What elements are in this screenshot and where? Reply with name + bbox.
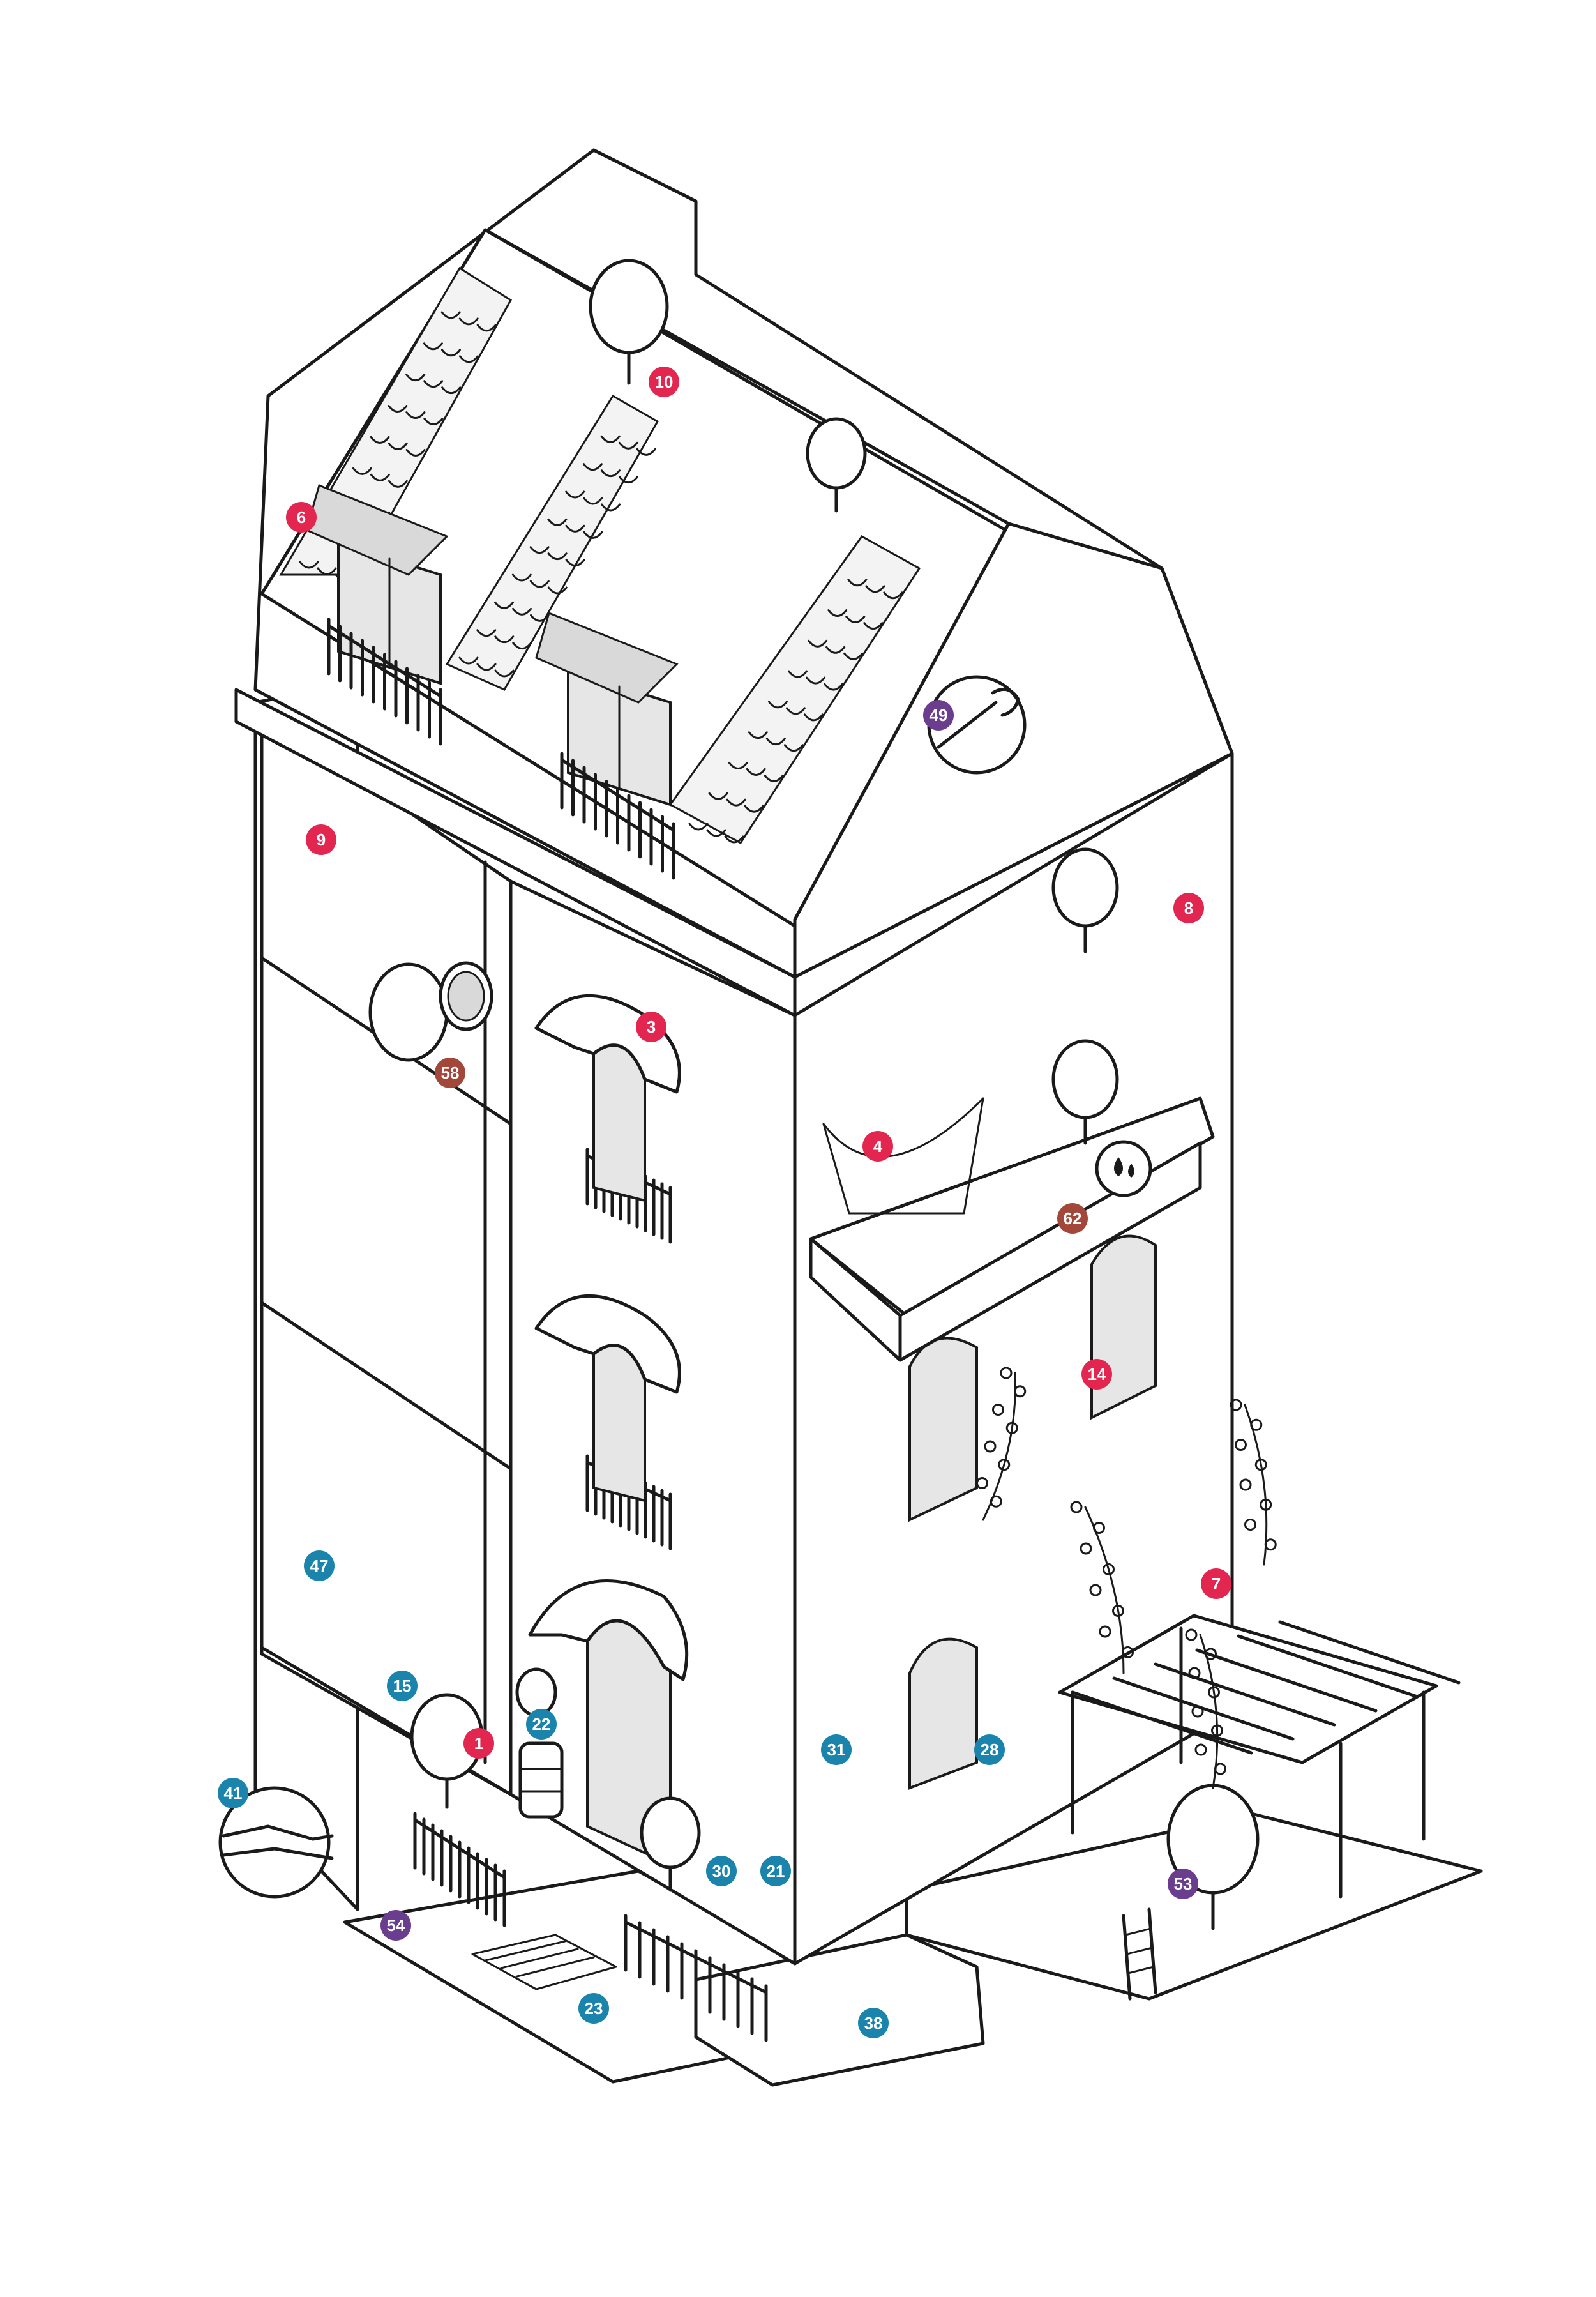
marker-22: 22 (526, 1709, 557, 1740)
marker-label: 3 (647, 1017, 656, 1036)
marker-10: 10 (649, 367, 679, 397)
marker-label: 28 (981, 1740, 999, 1759)
marker-label: 4 (873, 1137, 883, 1156)
right-arched-window-1 (908, 1337, 978, 1522)
right-arched-window-3 (908, 1637, 978, 1790)
marker-6: 6 (286, 502, 317, 533)
pergola (1058, 1614, 1461, 1899)
trees-icon (410, 259, 1260, 1930)
right-arched-window-2 (1090, 1234, 1157, 1420)
marker-label: 9 (317, 830, 326, 849)
marker-label: 49 (930, 706, 948, 725)
marker-38: 38 (858, 2008, 889, 2038)
arched-window-2 (534, 1294, 681, 1503)
marker-1: 1 (463, 1728, 494, 1759)
wrench-icon (927, 675, 1027, 775)
marker-47: 47 (304, 1550, 335, 1581)
marker-label: 47 (310, 1556, 329, 1575)
marker-layer: 10 6 49 9 8 3 58 4 62 14 7 47 15 1 22 31 28 41 30 21 53 54 23 3… (218, 367, 1231, 2038)
marker-15: 15 (387, 1671, 418, 1701)
marker-label: 1 (474, 1734, 483, 1753)
dormer-windows (305, 483, 679, 807)
marker-label: 10 (655, 372, 674, 391)
marker-28: 28 (974, 1734, 1005, 1765)
marker-9: 9 (306, 824, 336, 855)
marker-label: 7 (1212, 1574, 1221, 1593)
marker-label: 54 (387, 1916, 405, 1935)
marker-49: 49 (923, 700, 954, 731)
marker-label: 22 (532, 1715, 551, 1734)
marker-58: 58 (435, 1058, 465, 1088)
marker-31: 31 (821, 1734, 852, 1765)
paving (471, 1934, 617, 1990)
marker-53: 53 (1168, 1869, 1198, 1899)
marker-8: 8 (1173, 893, 1204, 923)
marker-label: 21 (767, 1861, 785, 1881)
marker-7: 7 (1201, 1568, 1231, 1599)
marker-30: 30 (706, 1856, 737, 1886)
ladder-icon (1122, 1907, 1157, 2001)
marker-label: 58 (441, 1063, 460, 1082)
water-butt-icon (518, 1741, 564, 1819)
marker-3: 3 (636, 1012, 666, 1042)
marker-label: 14 (1088, 1365, 1106, 1384)
marker-label: 8 (1184, 898, 1193, 918)
marker-label: 38 (864, 2013, 883, 2033)
marker-41: 41 (218, 1778, 248, 1808)
marker-62: 62 (1057, 1203, 1088, 1234)
marker-label: 53 (1174, 1874, 1193, 1893)
marker-label: 23 (585, 1999, 603, 2018)
marker-label: 6 (297, 508, 306, 527)
marker-54: 54 (380, 1910, 411, 1941)
marker-label: 41 (224, 1784, 243, 1803)
climbing-plant-icon (976, 1367, 1277, 1789)
handshake-icon (218, 1786, 334, 1899)
marker-label: 62 (1064, 1209, 1082, 1228)
marker-4: 4 (862, 1131, 893, 1162)
marker-label: 30 (712, 1861, 731, 1881)
marker-label: 31 (827, 1740, 846, 1759)
marker-23: 23 (578, 1993, 609, 2024)
front-door (528, 1579, 689, 1867)
marker-label: 15 (393, 1676, 412, 1695)
sun-water-icon (1095, 1140, 1152, 1197)
marker-21: 21 (760, 1856, 791, 1886)
dormer-window-2 (535, 611, 679, 807)
marker-14: 14 (1081, 1359, 1112, 1390)
extractor-fan-icon (368, 961, 493, 1062)
